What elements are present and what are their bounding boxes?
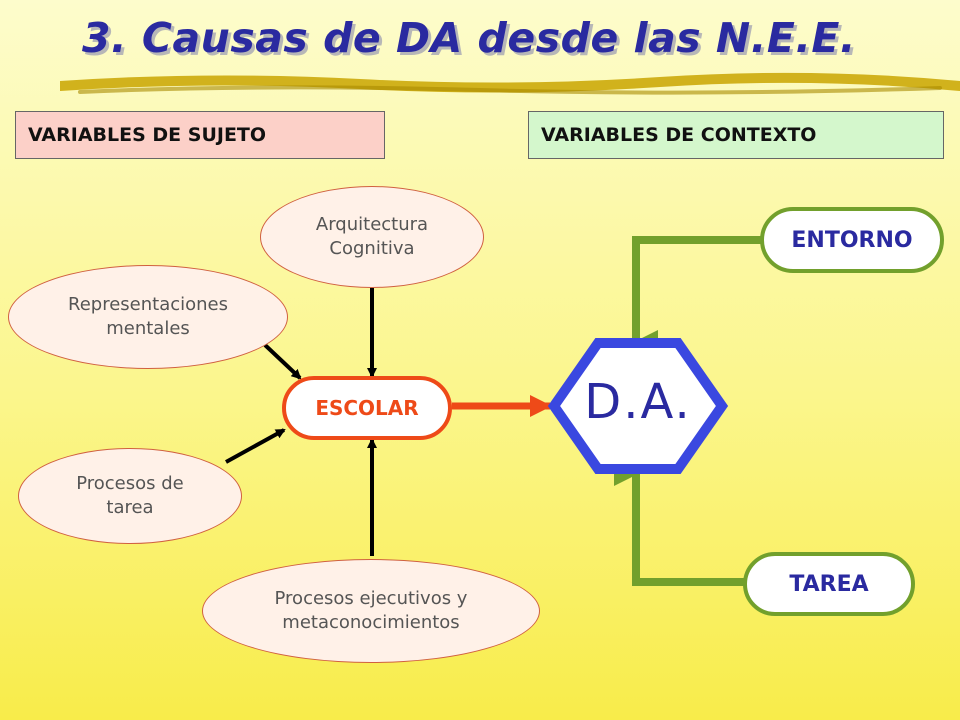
node-escolar-label: ESCOLAR bbox=[315, 396, 419, 420]
node-tarea: TAREA bbox=[743, 552, 915, 616]
arrow-tarea-da bbox=[614, 462, 745, 586]
node-entorno: ENTORNO bbox=[760, 207, 944, 273]
da-hexagon bbox=[547, 338, 729, 474]
variables-contexto-label: VARIABLES DE CONTEXTO bbox=[541, 124, 817, 146]
node-procesos-tarea-label: Procesos de tarea bbox=[76, 472, 184, 518]
arrow-procesos-tarea-escolar bbox=[225, 428, 286, 464]
title-underline-brush bbox=[60, 72, 960, 95]
node-representaciones-label: Representaciones mentales bbox=[68, 293, 228, 339]
node-escolar: ESCOLAR bbox=[282, 376, 452, 440]
node-arquitectura-cognitiva: Arquitectura Cognitiva bbox=[260, 186, 484, 288]
variables-contexto-header: VARIABLES DE CONTEXTO bbox=[528, 111, 944, 159]
node-representaciones-mentales: Representaciones mentales bbox=[8, 265, 288, 369]
variables-sujeto-label: VARIABLES DE SUJETO bbox=[28, 124, 267, 146]
node-entorno-label: ENTORNO bbox=[791, 227, 913, 253]
node-procesos-ejecutivos: Procesos ejecutivos y metaconocimientos bbox=[202, 559, 540, 663]
node-arquitectura-label: Arquitectura Cognitiva bbox=[315, 213, 429, 259]
node-procesos-de-tarea: Procesos de tarea bbox=[18, 448, 242, 544]
variables-sujeto-header: VARIABLES DE SUJETO bbox=[15, 111, 385, 159]
node-tarea-label: TAREA bbox=[789, 571, 869, 597]
arrow-entorno-da bbox=[632, 236, 762, 354]
arrow-representaciones-escolar bbox=[263, 343, 302, 380]
node-da-label: D.A. bbox=[584, 374, 692, 430]
page-title: 3. Causas de DA desde las N.E.E. bbox=[82, 14, 856, 62]
node-procesos-ejecutivos-label: Procesos ejecutivos y metaconocimientos bbox=[274, 587, 468, 633]
